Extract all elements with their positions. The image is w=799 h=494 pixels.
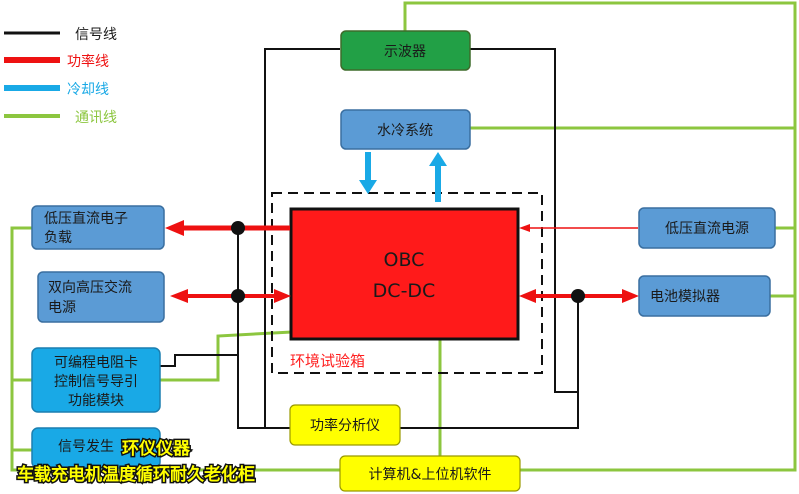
signal-generator-box[interactable]: 信号发生 [31, 427, 161, 469]
power-analyzer-rect[interactable] [289, 404, 401, 446]
comm-line-left-bus [10, 226, 340, 472]
cooling-supply-arrowhead [359, 180, 377, 194]
legend-power-label: 功率线 [67, 53, 109, 70]
power-arrowhead-battery-right [622, 289, 639, 303]
battery-sim-rect[interactable] [638, 275, 771, 317]
water-cooling-box[interactable]: 水冷系统 [340, 109, 471, 150]
prog-module-label-line3: 功能模块 [68, 393, 124, 409]
computer-rect[interactable] [339, 455, 521, 492]
signal-line-prog [160, 354, 238, 367]
signal-line-power-analyzer-right [400, 296, 579, 429]
chamber-border [271, 192, 543, 374]
signal-generator-label: 信号发生 [58, 439, 114, 455]
lv-load-label-line1: 低压直流电子 [44, 210, 128, 227]
power-arrowhead-lv-load [165, 220, 184, 236]
oscilloscope-label: 示波器 [384, 44, 426, 60]
computer-label: 计算机&上位机软件 [369, 467, 492, 483]
cooling-return-arrowhead [429, 152, 447, 166]
battery-sim-label: 电池模拟器 [650, 289, 720, 305]
lv-source-box[interactable]: 低压直流电源 [638, 207, 776, 249]
oscilloscope-box[interactable]: 示波器 [340, 30, 471, 71]
power-analyzer-label: 功率分析仪 [310, 417, 380, 434]
prog-module-label-line2: 控制信号导引 [54, 374, 138, 390]
cooling-arrows [359, 152, 447, 202]
hv-source-label-line2: 电源 [48, 300, 76, 316]
dut-label-dcdc: DC-DC [373, 280, 436, 302]
dut-box [289, 207, 520, 341]
hv-source-box[interactable]: 双向高压交流 电源 [37, 271, 165, 323]
watermark: 环仪仪器 车载充电机温度循环耐久老化柜 [16, 438, 257, 487]
comm-line-prog-dut [160, 330, 293, 382]
watermark-line2: 车载充电机温度循环耐久老化柜 [17, 464, 255, 485]
legend: 信号线 功率线 冷却线 通讯线 [4, 27, 117, 126]
signal-lines [160, 48, 579, 429]
junction-dot-battery [571, 289, 585, 303]
watermark-line1: 环仪仪器 [122, 439, 191, 459]
prog-module-rect[interactable] [31, 347, 161, 413]
power-arrowhead-battery-left [519, 289, 536, 303]
lv-load-box[interactable]: 低压直流电子 负载 [31, 205, 165, 250]
chamber-label: 环境试验箱 [290, 352, 365, 370]
dut-label-obc: OBC [384, 249, 425, 271]
hv-source-rect[interactable] [37, 271, 165, 323]
legend-cooling-label: 冷却线 [67, 82, 109, 98]
power-arrowhead-hv-source-left [170, 289, 188, 303]
prog-module-label-line1: 可编程电阻卡 [54, 355, 138, 371]
computer-box[interactable]: 计算机&上位机软件 [339, 455, 521, 492]
power-arrowhead-hv-source-right [274, 289, 291, 303]
power-analyzer-box[interactable]: 功率分析仪 [289, 404, 401, 446]
legend-comm-label: 通讯线 [75, 110, 117, 126]
hv-source-label-line1: 双向高压交流 [48, 279, 132, 296]
signal-generator-rect[interactable] [31, 427, 161, 469]
lv-load-label-line2: 负载 [44, 230, 72, 246]
battery-sim-box[interactable]: 电池模拟器 [638, 275, 771, 317]
oscilloscope-rect[interactable] [340, 30, 471, 71]
junction-dot-hv-source [231, 289, 245, 303]
water-cooling-label: 水冷系统 [377, 123, 433, 139]
junction-dot-lv-load [231, 221, 245, 235]
lv-source-label: 低压直流电源 [665, 220, 749, 237]
legend-signal-label: 信号线 [75, 27, 117, 43]
water-cooling-rect[interactable] [340, 109, 471, 150]
lv-source-rect[interactable] [638, 207, 776, 249]
lv-load-rect[interactable] [31, 205, 165, 250]
prog-module-box[interactable]: 可编程电阻卡 控制信号导引 功能模块 [31, 347, 161, 413]
power-arrowhead-lv-source [519, 224, 530, 232]
